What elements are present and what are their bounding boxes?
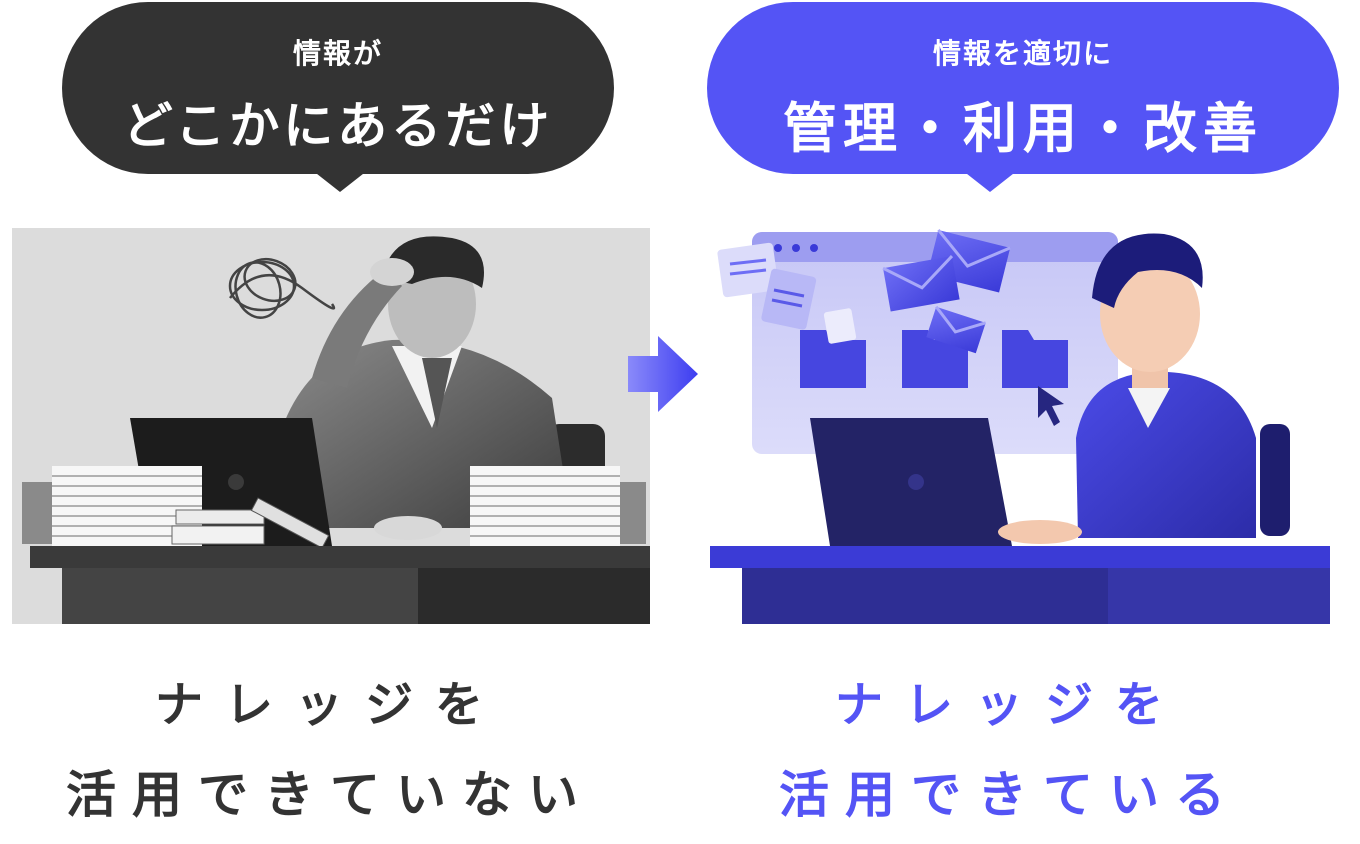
book-stack	[171, 497, 330, 549]
bubble-after-subtitle: 情報を適切に	[932, 37, 1113, 70]
caption-after: ナレッジを 活用できている	[690, 660, 1330, 840]
speech-bubble-before: 情報が どこかにあるだけ	[62, 2, 614, 174]
arrow-right-icon	[628, 336, 698, 412]
caption-before-line1: ナレッジを	[154, 677, 505, 733]
caption-after-line1: ナレッジを	[834, 677, 1185, 733]
bubble-before-title: どこかにあるだけ	[122, 97, 554, 155]
caption-after-line2: 活用できている	[779, 766, 1241, 824]
stressed-worker-illustration	[12, 228, 650, 624]
envelope-icon	[926, 305, 987, 354]
paper-stack-right	[470, 466, 646, 546]
speech-bubble-after: 情報を適切に 管理・利用・改善	[707, 2, 1339, 174]
folder-icon	[1002, 330, 1068, 388]
caption-before: ナレッジを 活用できていない	[10, 660, 650, 840]
document-icon	[761, 268, 817, 330]
caption-before-line2: 活用できていない	[66, 766, 594, 824]
paper-stack-left	[22, 466, 202, 546]
envelope-icon	[882, 255, 960, 312]
folder-icon	[800, 330, 866, 388]
mouse-cursor-icon	[1038, 386, 1064, 426]
document-icon	[717, 242, 779, 298]
bubble-before-subtitle: 情報が	[292, 37, 383, 70]
document-icon	[823, 308, 857, 344]
productive-worker-illustration	[710, 229, 1330, 624]
speech-bubble-before-tail	[312, 170, 368, 192]
speech-bubble-after-tail	[962, 170, 1018, 192]
tangled-scribble-icon	[228, 257, 336, 319]
bubble-after-title: 管理・利用・改善	[783, 97, 1263, 160]
